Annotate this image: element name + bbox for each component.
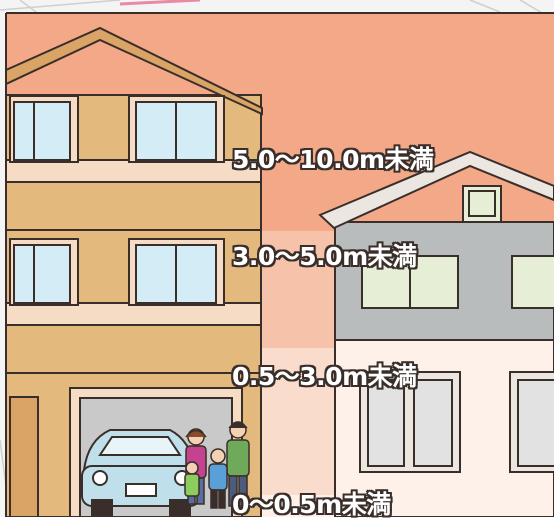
zone-label-0-0.5m: 0〜0.5m未満 (232, 490, 391, 519)
evacuating-family (184, 421, 250, 509)
zone-label-0.5-3m: 0.5〜3.0m未満 (232, 362, 417, 391)
right-house (318, 150, 554, 517)
car (81, 429, 201, 517)
zone-label-5-10m: 5.0〜10.0m未満 (232, 145, 434, 174)
map-route-line (119, 0, 201, 6)
zone-label-3-5m: 3.0〜5.0m未満 (232, 242, 417, 271)
